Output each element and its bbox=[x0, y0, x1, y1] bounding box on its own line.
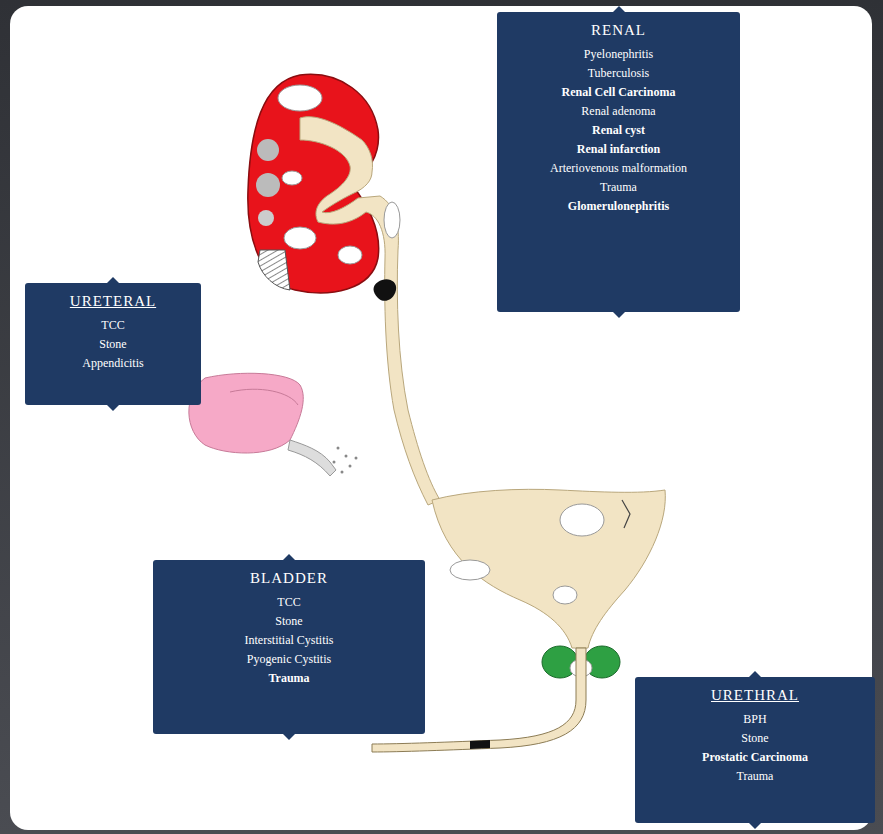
condition-item: Pyogenic Cystitis bbox=[161, 650, 417, 669]
box-heading: URETHRAL bbox=[643, 687, 867, 704]
condition-item: Renal cyst bbox=[544, 121, 694, 140]
box-heading: BLADDER bbox=[161, 570, 417, 587]
condition-item: Appendicitis bbox=[33, 354, 193, 373]
condition-item: Interstitial Cystitis bbox=[161, 631, 417, 650]
condition-item: Stone bbox=[161, 612, 417, 631]
condition-item: Stone bbox=[33, 335, 193, 354]
condition-item: TCC bbox=[161, 593, 417, 612]
category-box: URETERAL TCCStoneAppendicitis bbox=[25, 283, 201, 405]
condition-item: Trauma bbox=[643, 767, 867, 786]
category-box: BLADDER TCCStoneInterstitial CystitisPyog… bbox=[153, 560, 425, 734]
condition-item: Arteriovenous malformation bbox=[544, 159, 694, 178]
condition-item: Pyelonephritis bbox=[544, 45, 694, 64]
condition-item: Glomerulonephritis bbox=[544, 197, 694, 216]
box-heading: URETERAL bbox=[33, 293, 193, 310]
condition-item: Renal infarction bbox=[544, 140, 694, 159]
category-box: RENAL PyelonephritisTuberculosisRenal Cel… bbox=[497, 12, 740, 312]
condition-item: TCC bbox=[33, 316, 193, 335]
condition-item: BPH bbox=[643, 710, 867, 729]
condition-item: Stone bbox=[643, 729, 867, 748]
condition-item: Renal Cell Carcinoma bbox=[544, 83, 694, 102]
condition-item: Tuberculosis bbox=[544, 64, 694, 83]
box-heading: RENAL bbox=[505, 22, 732, 39]
condition-item: Prostatic Carcinoma bbox=[643, 748, 867, 767]
condition-item: Trauma bbox=[544, 178, 694, 197]
category-box: URETHRAL BPHStoneProstatic CarcinomaTraum… bbox=[635, 677, 875, 823]
condition-item: Renal adenoma bbox=[544, 102, 694, 121]
condition-item: Trauma bbox=[161, 669, 417, 688]
